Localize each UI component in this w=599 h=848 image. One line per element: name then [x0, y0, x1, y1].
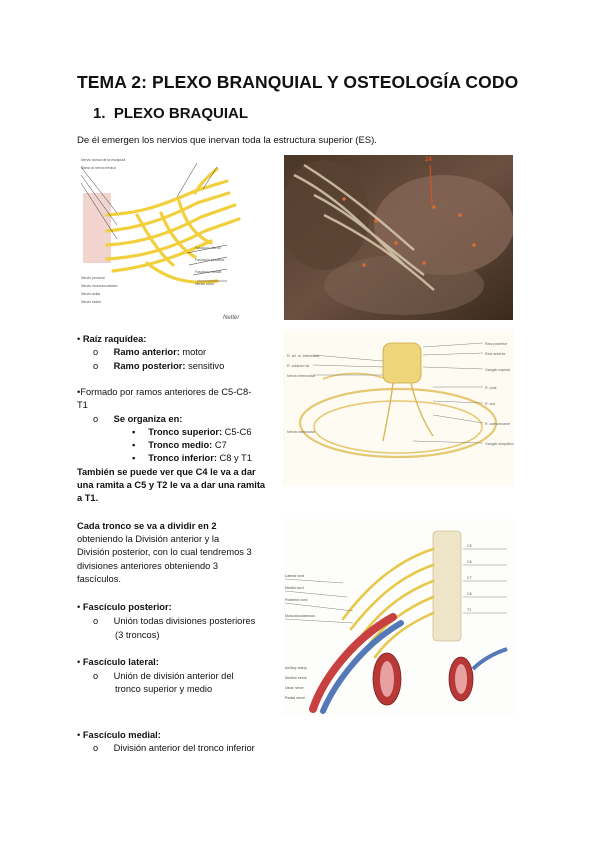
- tronco-superior: ▪ Tronco superior: C5-C6: [132, 427, 252, 437]
- note-line-3: a T1.: [77, 493, 99, 503]
- formado-line-1-text: Formado por ramos anteriores de C5-C8-: [80, 387, 252, 397]
- svg-text:Nervio intercostal: Nervio intercostal: [287, 430, 315, 434]
- tronco-medio: ▪ Tronco medio: C7: [132, 440, 227, 450]
- svg-text:C5: C5: [467, 544, 472, 548]
- fasciculo-lateral-line-2: tronco superior y medio: [115, 684, 213, 694]
- note-line-1: También se puede ver que C4 le va a dar: [77, 467, 256, 477]
- raiz-item-posterior: o Ramo posterior: sensitivo: [93, 361, 225, 371]
- fasciculo-medial-line-1-text: División anterior del tronco inferior: [113, 743, 255, 753]
- svg-text:Medial cord: Medial cord: [285, 586, 304, 590]
- fasciculo-posterior-line-1-text: Unión todas divisiones posteriores: [113, 616, 256, 626]
- raiz-item-anterior-text: motor: [179, 347, 207, 357]
- svg-text:R. ant.: R. ant.: [485, 402, 496, 406]
- fasciculo-lateral-heading: • Fascículo lateral:: [77, 657, 159, 667]
- spinal-nerve-diagram: R. art. m. intercostal R. cutáneo lat. N…: [283, 331, 514, 486]
- svg-text:Axillary artery: Axillary artery: [285, 666, 307, 670]
- svg-text:Fascículo medial: Fascículo medial: [195, 270, 221, 274]
- svg-text:Netter: Netter: [223, 315, 240, 321]
- tronco-inferior-bold: Tronco inferior:: [148, 453, 217, 463]
- svg-text:Ganglio simpático: Ganglio simpático: [485, 442, 514, 446]
- fasciculo-posterior-line-1: o Unión todas divisiones posteriores: [93, 616, 256, 626]
- tronco-inferior-text: C8 y T1: [216, 453, 252, 463]
- svg-text:Radial nerve: Radial nerve: [285, 696, 305, 700]
- svg-text:Posterior cord: Posterior cord: [285, 598, 307, 602]
- svg-text:T1: T1: [467, 608, 471, 612]
- svg-text:Fascículo posterior: Fascículo posterior: [195, 258, 225, 262]
- fasciculo-medial-line-1: o División anterior del tronco inferior: [93, 743, 255, 753]
- svg-text:C8: C8: [467, 592, 472, 596]
- tronco-inferior: ▪ Tronco inferior: C8 y T1: [132, 453, 252, 463]
- svg-text:R. comunicante: R. comunicante: [485, 422, 510, 426]
- svg-text:Ganglio espinal: Ganglio espinal: [485, 368, 510, 372]
- tronco-medio-bold: Tronco medio:: [148, 440, 213, 450]
- fasciculo-lateral-line-1-text: Unión de división anterior del: [113, 671, 234, 681]
- svg-text:Musculocutaneous: Musculocutaneous: [285, 614, 315, 618]
- svg-text:R. cutáneo lat.: R. cutáneo lat.: [287, 364, 310, 368]
- fasciculo-medial-heading: • Fascículo medial:: [77, 730, 161, 740]
- raiz-heading-text: Raíz raquídea:: [82, 334, 147, 344]
- section-number: 1.: [93, 105, 106, 122]
- svg-text:Nervio intercostal: Nervio intercostal: [287, 374, 315, 378]
- svg-text:Ulnar nerve: Ulnar nerve: [285, 686, 304, 690]
- division-line-4: divisiones anteriores obteniendo 3: [77, 561, 219, 571]
- formado-line-1: •Formado por ramos anteriores de C5-C8-: [77, 387, 252, 397]
- organiza-heading-text: Se organiza en:: [113, 414, 183, 424]
- division-line-5: fascículos.: [77, 574, 121, 584]
- plexus-diagram-svg: Nervio dorsal de la escápula Ramo al ner…: [77, 153, 249, 323]
- photo-label: 24: [425, 157, 432, 163]
- dissection-photo: 24: [284, 155, 513, 320]
- raiz-item-posterior-bold: Ramo posterior:: [113, 361, 186, 371]
- fasciculo-posterior-heading-text: Fascículo posterior:: [82, 602, 172, 612]
- svg-text:Nervio dorsal de la escápula: Nervio dorsal de la escápula: [81, 158, 125, 162]
- division-line-1: Cada tronco se va a dividir en 2: [77, 521, 217, 531]
- division-line-3: División posterior, con lo cual tendremo…: [77, 547, 252, 557]
- section-title: 1. PLEXO BRAQUIAL: [93, 105, 248, 122]
- raiz-item-anterior: o Ramo anterior: motor: [93, 347, 207, 357]
- svg-text:R. post.: R. post.: [485, 386, 497, 390]
- fasciculo-medial-heading-text: Fascículo medial:: [82, 730, 161, 740]
- section-title-text: PLEXO BRAQUIAL: [113, 105, 249, 122]
- svg-text:Nervio axilar: Nervio axilar: [81, 292, 101, 296]
- intro-text: De él emergen los nervios que inervan to…: [77, 135, 377, 146]
- division-line-2: obteniendo la División anterior y la: [77, 534, 220, 544]
- svg-text:Median nerve: Median nerve: [285, 676, 307, 680]
- fasciculo-lateral-line-1: o Unión de división anterior del: [93, 671, 234, 681]
- spinal-nerve-svg: R. art. m. intercostal R. cutáneo lat. N…: [283, 331, 514, 486]
- svg-text:Nervio musculocutáneo: Nervio musculocutáneo: [81, 284, 118, 288]
- raiz-item-posterior-text: sensitivo: [185, 361, 225, 371]
- svg-text:C7: C7: [467, 576, 472, 580]
- svg-text:Raíz anterior: Raíz anterior: [485, 352, 506, 356]
- svg-text:Nervio pectoral: Nervio pectoral: [81, 276, 105, 280]
- svg-text:Ramo al nervio frénico: Ramo al nervio frénico: [81, 166, 116, 170]
- dissection-photo-svg: [284, 155, 513, 320]
- svg-text:C6: C6: [467, 560, 472, 564]
- svg-text:Nervio ulnar: Nervio ulnar: [195, 282, 215, 286]
- fasciculo-posterior-line-2: (3 troncos): [115, 630, 160, 640]
- svg-text:Nervio radial: Nervio radial: [81, 300, 101, 304]
- tronco-superior-text: C5-C6: [222, 427, 252, 437]
- formado-line-2: T1: [77, 400, 88, 410]
- fasciculo-lateral-heading-text: Fascículo lateral:: [82, 657, 159, 667]
- tronco-superior-bold: Tronco superior:: [148, 427, 223, 437]
- organiza-heading: o Se organiza en:: [93, 414, 183, 424]
- svg-text:R. art. m. intercostal: R. art. m. intercostal: [287, 354, 319, 358]
- fasciculo-posterior-heading: • Fascículo posterior:: [77, 602, 172, 612]
- raiz-heading: • Raíz raquídea:: [77, 334, 147, 344]
- page-title: TEMA 2: PLEXO BRANQUIAL Y OSTEOLOGÍA COD…: [77, 72, 519, 92]
- svg-text:Fascículo lateral: Fascículo lateral: [195, 246, 221, 250]
- tronco-medio-text: C7: [212, 440, 227, 450]
- svg-text:Raíz posterior: Raíz posterior: [485, 342, 508, 346]
- raiz-item-anterior-bold: Ramo anterior:: [113, 347, 180, 357]
- brachial-plexus-diagram: Nervio dorsal de la escápula Ramo al ner…: [77, 153, 249, 323]
- svg-text:Lateral cord: Lateral cord: [285, 574, 304, 578]
- note-line-2: una ramita a C5 y T2 le va a dar una ram…: [77, 480, 266, 490]
